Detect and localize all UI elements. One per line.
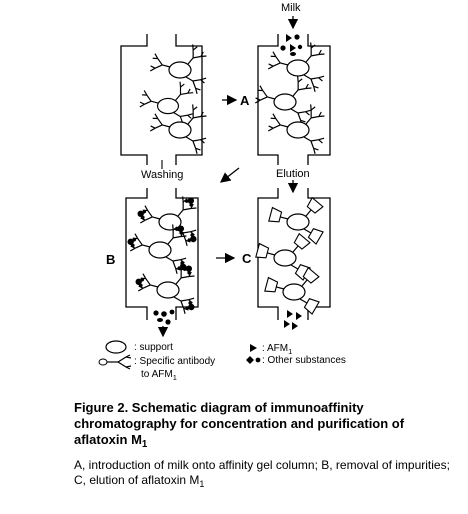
legend-antibody-sub: 1 [172,373,177,382]
column-a-beads [254,42,325,155]
column-c-beads [256,198,323,314]
outflow-b-other-substances [153,309,175,338]
legend-afm1-text: : AFM1 [262,343,293,356]
legend-support-text: : support [134,342,173,353]
legend-other-substances-text: : Other substances [262,355,346,366]
legend-afm1-sub: 1 [288,347,293,356]
figure-caption-title: Figure 2. Schematic diagram of immunoaff… [74,400,454,450]
legend-other-substances-icon [246,356,261,364]
legend-afm1-prefix: : AFM [262,343,289,354]
legend-antibody-text-line2: to AFM1 [141,369,177,382]
legend-afm1-icon [250,344,257,352]
panel-label-a: A [240,93,250,108]
column-1-beads [139,44,207,155]
outflow-c-afm1 [284,310,302,330]
legend-support-icon [105,340,127,354]
milk-label: Milk [281,2,301,14]
milk-particles [280,34,303,56]
panel-label-c: C [242,251,252,266]
caption-body-sub: 1 [199,479,205,489]
legend-antibody-text-line1: : Specific antibody [134,356,216,367]
panel-label-b: B [106,252,116,267]
arrow-a-to-b-diagonal [219,167,240,183]
caption-body-text: A, introduction of milk onto affinity ge… [74,458,450,487]
caption-title-sub: 1 [141,439,148,450]
figure-caption-body: A, introduction of milk onto affinity ge… [74,458,454,489]
legend-antibody-prefix: to AFM [141,369,173,380]
elution-label: Elution [276,168,310,180]
legend-antibody-icon [98,354,132,370]
column-1-outline [120,34,203,165]
caption-title-text: Figure 2. Schematic diagram of immunoaff… [74,400,405,447]
column-b-beads [125,192,200,316]
column-a-outline [257,34,331,165]
washing-label: Washing [141,169,184,181]
column-b-outline [125,188,199,320]
